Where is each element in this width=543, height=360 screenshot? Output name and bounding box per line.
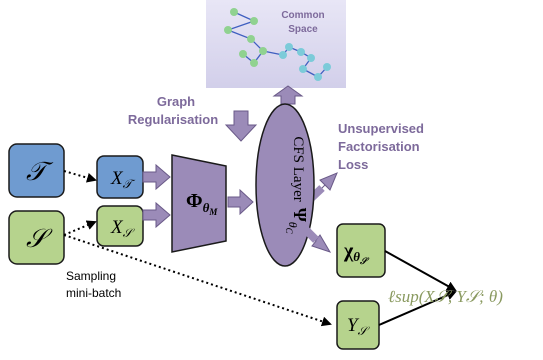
target-sampling-arrow xyxy=(63,170,97,183)
source-labels-arrow xyxy=(63,234,332,327)
target-domain-box: 𝒯 xyxy=(8,143,65,198)
encoder-to-cfs-arrow xyxy=(227,188,254,216)
cfs-layer: CFS LayerΨθC xyxy=(255,103,315,267)
unsup-loss-label-3: Loss xyxy=(338,157,368,172)
common-space-nodes-cyan xyxy=(279,43,331,81)
common-space-label-2: Space xyxy=(288,24,318,35)
unsup-loss-label-1: Unsupervised xyxy=(338,121,424,136)
common-space-nodes-green xyxy=(224,8,267,67)
classifier-symbol: χθ𝒮 xyxy=(343,240,370,266)
graph-reg-label-2: Regularisation xyxy=(128,112,218,127)
sampling-label-1: Sampling xyxy=(66,269,116,283)
source-sampling-arrow xyxy=(63,220,97,236)
supervised-loss-label: ℓsup(X𝒮, Y𝒮; θ) xyxy=(388,287,503,306)
graph-reg-down-arrow xyxy=(224,110,258,142)
labels-box: Y𝒮 xyxy=(336,300,380,350)
common-space-panel: Common Space xyxy=(206,0,346,88)
x-source-to-encoder-arrow xyxy=(142,201,171,229)
labels-to-loss-arrow xyxy=(378,290,457,326)
x-target-to-encoder-arrow xyxy=(142,163,171,191)
common-space-label-1: Common xyxy=(281,10,324,21)
encoder-phi: ΦθM xyxy=(171,154,227,253)
classifier-box: χθ𝒮 xyxy=(336,223,386,278)
graph-reg-label-1: Graph xyxy=(157,94,195,109)
x-source-box: X𝒮 xyxy=(96,205,144,247)
unsup-loss-label-2: Factorisation xyxy=(338,139,420,154)
encoder-symbol: ΦθM xyxy=(186,190,218,217)
unsup-loss-arrow xyxy=(313,172,338,197)
cfs-to-classifier-shaft xyxy=(301,225,319,243)
x-target-box: X𝒯 xyxy=(96,155,144,199)
sampling-label-2: mini-batch xyxy=(66,286,121,300)
cfs-layer-label: CFS LayerΨθC xyxy=(284,136,310,234)
classifier-to-loss-arrow xyxy=(384,250,457,291)
source-domain-box: 𝒮 xyxy=(8,210,65,265)
up-arrow-to-common-space xyxy=(272,85,304,105)
